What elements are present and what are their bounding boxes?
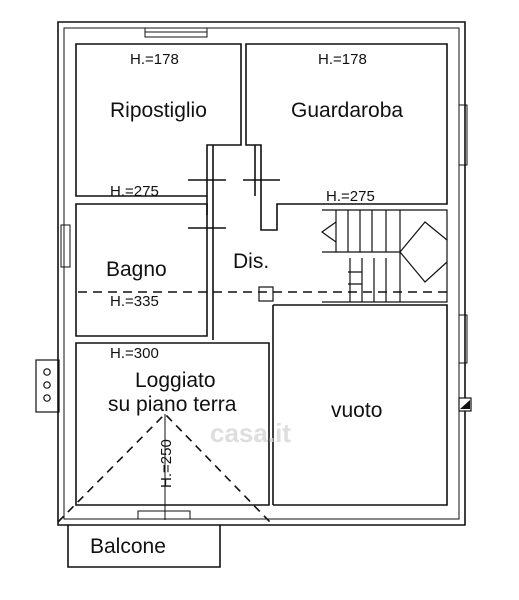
- dis-walls: [212, 145, 256, 340]
- height-loggiato: H.=300: [110, 345, 159, 362]
- inner-wall: [63, 27, 460, 520]
- height-bagno: H.=335: [110, 293, 159, 310]
- room-loggiato-line1: Loggiato: [135, 369, 216, 392]
- balcone-outline: [67, 525, 221, 568]
- room-guardaroba: Guardaroba: [291, 99, 403, 122]
- dashed-triangle: [57, 412, 271, 523]
- left-window: [60, 224, 71, 268]
- watermark: casa.it: [210, 418, 291, 448]
- staircase: [320, 209, 448, 303]
- room-balcone: Balcone: [90, 535, 166, 558]
- switch-box: [35, 359, 60, 413]
- vuoto-walls: [273, 304, 448, 506]
- outer-wall: [57, 21, 466, 526]
- room-ripostiglio: Ripostiglio: [110, 99, 207, 122]
- room-bagno: Bagno: [106, 258, 167, 281]
- pillar: [258, 286, 274, 302]
- guardaroba-walls: [245, 43, 448, 231]
- ripostiglio-walls: [75, 43, 242, 197]
- height-stairs-top: H.=275: [326, 188, 375, 205]
- right-window-top: [458, 104, 468, 166]
- height-ripostiglio-bottom: H.=275: [110, 183, 159, 200]
- height-loggiato-vertical: H.=250: [158, 439, 175, 488]
- right-window-bottom: [458, 314, 468, 364]
- bagno-walls: [75, 203, 208, 337]
- room-vuoto: vuoto: [331, 399, 382, 422]
- height-guardaroba-top: H.=178: [318, 51, 367, 68]
- room-loggiato-line2: su piano terra: [108, 393, 237, 416]
- height-ripostiglio-top: H.=178: [130, 51, 179, 68]
- loggiato-walls: [75, 305, 274, 506]
- room-dis: Dis.: [233, 250, 269, 273]
- bottom-window: [137, 510, 191, 520]
